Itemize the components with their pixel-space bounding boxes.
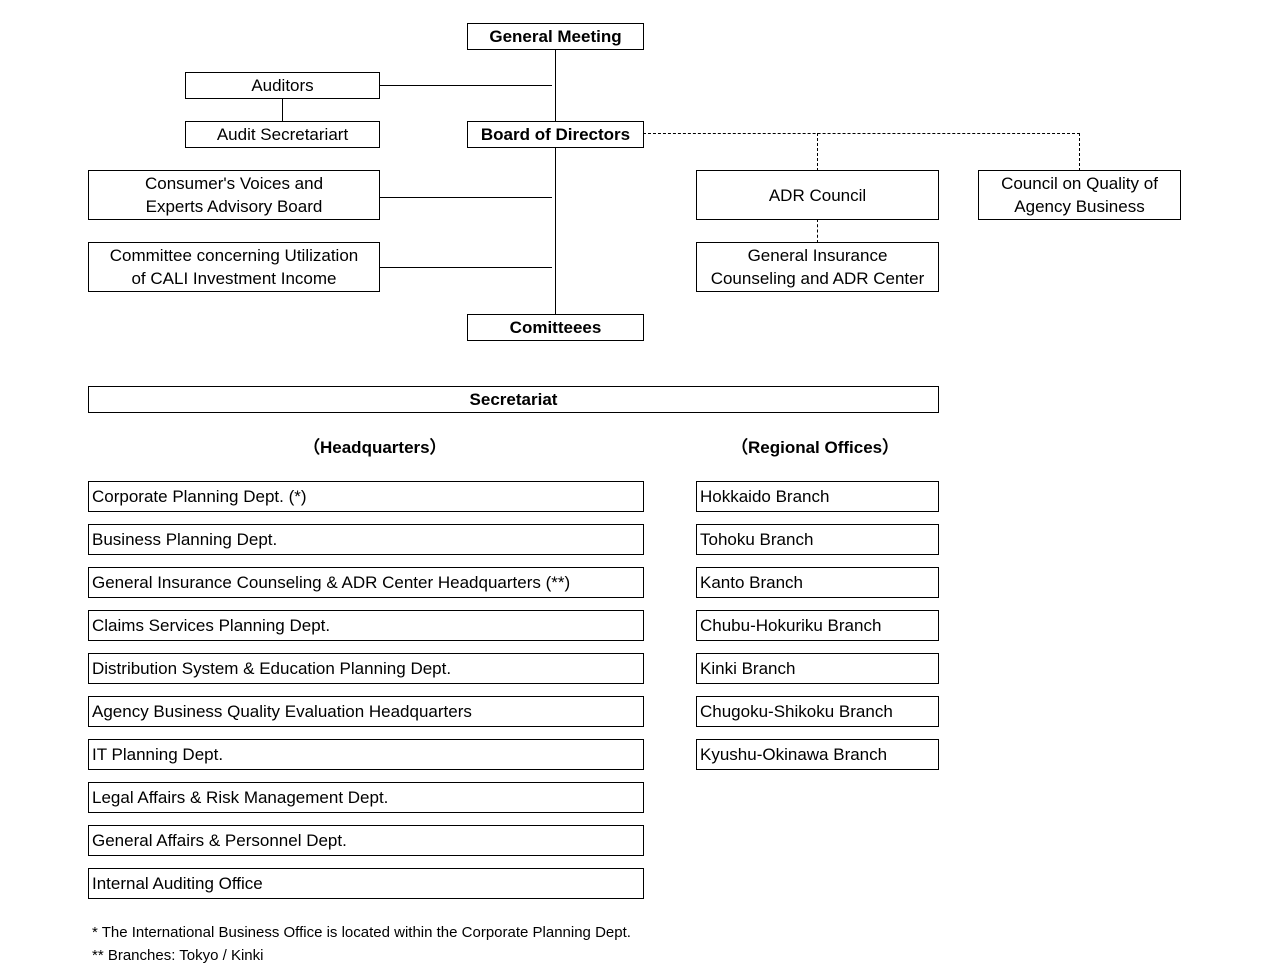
connector-auditors [379, 85, 552, 86]
cali-committee-line-1: Committee concerning Utilization [109, 246, 359, 265]
adr-center-box: General Insurance Counseling and ADR Cen… [696, 242, 939, 292]
hq-dept-box: Legal Affairs & Risk Management Dept. [88, 782, 644, 813]
footnote-branches: ** Branches: Tokyo / Kinki [92, 947, 264, 964]
regional-branch-box: Hokkaido Branch [696, 481, 939, 512]
quality-council-box: Council on Quality of Agency Business [978, 170, 1181, 220]
connector-auditors-to-secretariat [282, 98, 283, 122]
hq-dept-box: Internal Auditing Office [88, 868, 644, 899]
headquarters-heading: （Headquarters） [303, 438, 447, 457]
dashed-connector-adr-council [817, 133, 818, 171]
regional-branch-box: Tohoku Branch [696, 524, 939, 555]
dashed-connector-quality-council [1079, 133, 1080, 171]
regional-branch-box: Chubu-Hokuriku Branch [696, 610, 939, 641]
secretariat-box: Secretariat [88, 386, 939, 413]
auditors-box: Auditors [185, 72, 380, 99]
consumer-board-line-2: Experts Advisory Board [145, 197, 323, 216]
dashed-connector-adr-center [817, 219, 818, 243]
hq-dept-box: General Insurance Counseling & ADR Cente… [88, 567, 644, 598]
regional-offices-heading: （Regional Offices） [731, 438, 900, 457]
general-meeting-box: General Meeting [467, 23, 644, 50]
quality-council-line-1: Council on Quality of [1001, 174, 1158, 193]
board-of-directors-box: Board of Directors [467, 121, 644, 148]
cali-investment-committee-box: Committee concerning Utilization of CALI… [88, 242, 380, 292]
connector-cali-committee [379, 267, 552, 268]
hq-dept-box: IT Planning Dept. [88, 739, 644, 770]
hq-dept-box: Business Planning Dept. [88, 524, 644, 555]
regional-branch-box: Kyushu-Okinawa Branch [696, 739, 939, 770]
regional-branch-box: Kinki Branch [696, 653, 939, 684]
connector-meeting-to-committees [555, 49, 556, 315]
cali-committee-line-2: of CALI Investment Income [131, 269, 337, 288]
consumer-advisory-board-box: Consumer's Voices and Experts Advisory B… [88, 170, 380, 220]
hq-dept-box: Agency Business Quality Evaluation Headq… [88, 696, 644, 727]
hq-dept-box: Claims Services Planning Dept. [88, 610, 644, 641]
committees-box: Comitteees [467, 314, 644, 341]
quality-council-line-2: Agency Business [1014, 197, 1145, 216]
regional-branch-box: Kanto Branch [696, 567, 939, 598]
adr-center-line-2: Counseling and ADR Center [710, 269, 925, 288]
consumer-board-line-1: Consumer's Voices and [144, 174, 324, 193]
hq-dept-box: General Affairs & Personnel Dept. [88, 825, 644, 856]
hq-dept-box: Corporate Planning Dept. (*) [88, 481, 644, 512]
regional-branch-box: Chugoku-Shikoku Branch [696, 696, 939, 727]
audit-secretariat-box: Audit Secretariart [185, 121, 380, 148]
dashed-connector-board-right [643, 133, 1080, 134]
adr-center-line-1: General Insurance [747, 246, 888, 265]
adr-council-box: ADR Council [696, 170, 939, 220]
connector-consumer-board [379, 197, 552, 198]
footnote-international-office: * The International Business Office is l… [92, 924, 631, 941]
hq-dept-box: Distribution System & Education Planning… [88, 653, 644, 684]
